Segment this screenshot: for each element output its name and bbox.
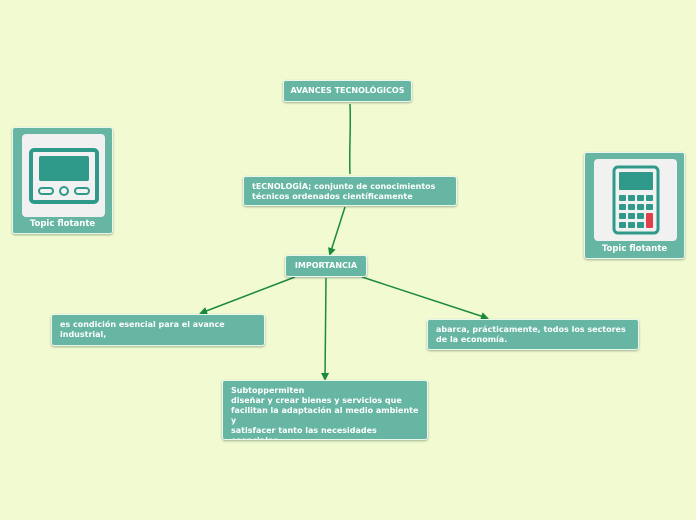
connector-tecnologia-importancia	[328, 206, 346, 256]
floating-topic-left-label: Topic flotante	[29, 219, 96, 229]
floating-topic-right-image	[594, 159, 677, 241]
tablet-device-icon	[28, 147, 99, 204]
topic-abarca-sectores[interactable]: abarca, prácticamente, todos los sectore…	[427, 319, 639, 350]
root-topic-avances-tecnologicos[interactable]: AVANCES TECNOLÓGICOS	[283, 80, 412, 102]
topic-condicion-esencial[interactable]: es condición esencial para el avance ind…	[51, 314, 265, 346]
subtopic-permiten[interactable]: Subtoppermiten diseñar y crear bienes y …	[222, 380, 428, 440]
connector-importancia-abarca	[361, 276, 489, 320]
connector-root-tecnologia	[348, 103, 352, 175]
topic-importancia[interactable]: IMPORTANCIA	[285, 255, 367, 277]
topic-tecnologia[interactable]: tECNOLOGÍA; conjunto de conocimientos té…	[243, 176, 457, 206]
connector-importancia-subtopic	[321, 277, 330, 381]
floating-topic-left-image	[22, 134, 105, 217]
floating-topic-right[interactable]: Topic flotante	[584, 152, 685, 259]
floating-topic-left[interactable]: Topic flotante	[12, 127, 113, 234]
calculator-icon	[612, 165, 659, 235]
connector-importancia-condicion	[199, 276, 296, 315]
floating-topic-right-label: Topic flotante	[601, 244, 668, 254]
